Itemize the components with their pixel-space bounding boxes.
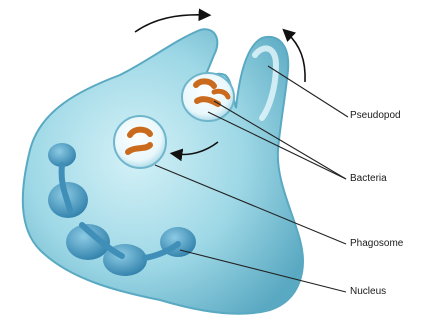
label-phagosome: Phagosome <box>350 238 403 250</box>
phagosome <box>114 116 166 168</box>
motion-arrow-right <box>287 33 305 82</box>
label-pseudopod: Pseudopod <box>350 110 401 122</box>
label-bacteria: Bacteria <box>350 173 387 185</box>
engulfing-vesicle <box>182 73 234 121</box>
label-nucleus: Nucleus <box>350 286 386 298</box>
motion-arrow-top <box>135 15 205 32</box>
